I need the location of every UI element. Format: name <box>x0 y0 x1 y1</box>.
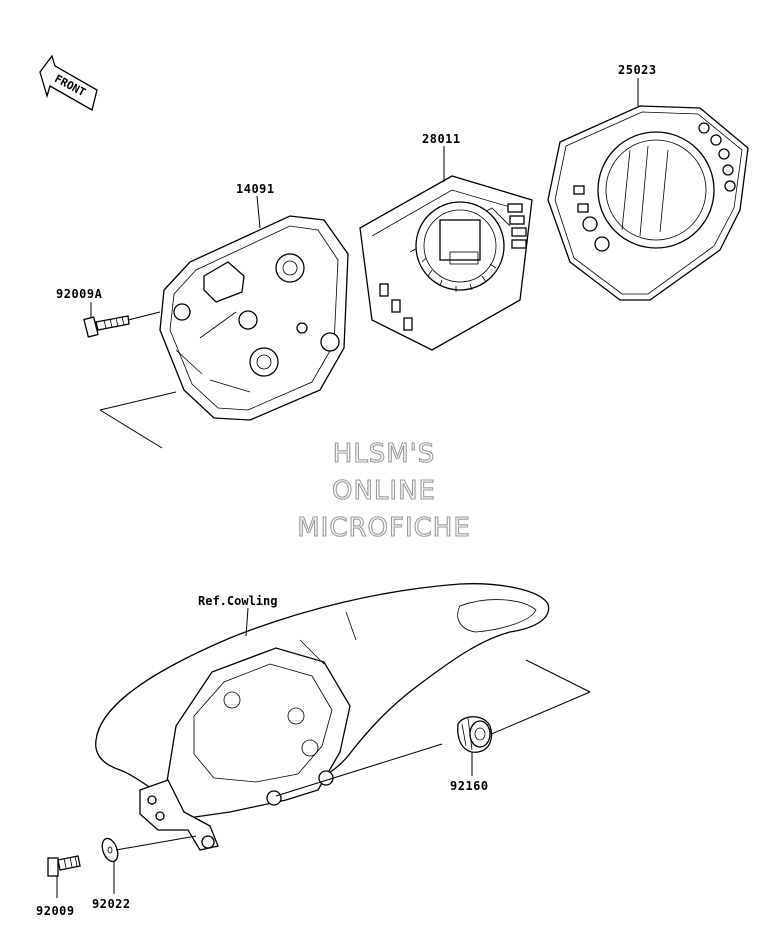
part-number-14091[interactable]: 14091 <box>236 182 275 196</box>
front-arrow-icon: FRONT <box>39 54 98 111</box>
ref-cowling-label[interactable]: Ref.Cowling <box>198 594 277 608</box>
meter-cover-25023[interactable] <box>547 105 749 301</box>
part-number-92009[interactable]: 92009 <box>36 904 75 918</box>
screw-92009A[interactable] <box>83 315 130 338</box>
assembly-line-b <box>99 409 163 449</box>
leader-ref-cowling <box>245 607 249 637</box>
part-number-92022[interactable]: 92022 <box>92 897 131 911</box>
part-number-92160[interactable]: 92160 <box>450 779 489 793</box>
washer-92022[interactable] <box>99 836 120 863</box>
part-number-25023[interactable]: 25023 <box>618 63 657 77</box>
screw-92009[interactable] <box>47 855 81 877</box>
leader-14091 <box>256 195 261 229</box>
meter-case-14091[interactable] <box>159 215 349 421</box>
assembly-line-d <box>481 691 591 739</box>
leader-grommet-to-bracket <box>275 743 443 797</box>
assembly-line-a <box>99 391 177 411</box>
part-number-92009A[interactable]: 92009A <box>56 287 103 301</box>
assembly-line-c <box>525 659 591 693</box>
watermark: HLSM'S ONLINE MICROFICHE <box>297 438 471 543</box>
leader-washer-to-bracket <box>115 835 197 851</box>
watermark-line-3: MICROFICHE <box>297 513 471 543</box>
meter-assembly-28011[interactable] <box>359 175 533 351</box>
watermark-line-2: ONLINE <box>332 476 436 506</box>
watermark-line-1: HLSM'S <box>333 439 436 469</box>
leader-92009A-case <box>127 311 161 321</box>
grommet-92160[interactable] <box>457 716 493 753</box>
cowling-bracket[interactable] <box>95 583 550 851</box>
part-number-28011[interactable]: 28011 <box>422 132 461 146</box>
